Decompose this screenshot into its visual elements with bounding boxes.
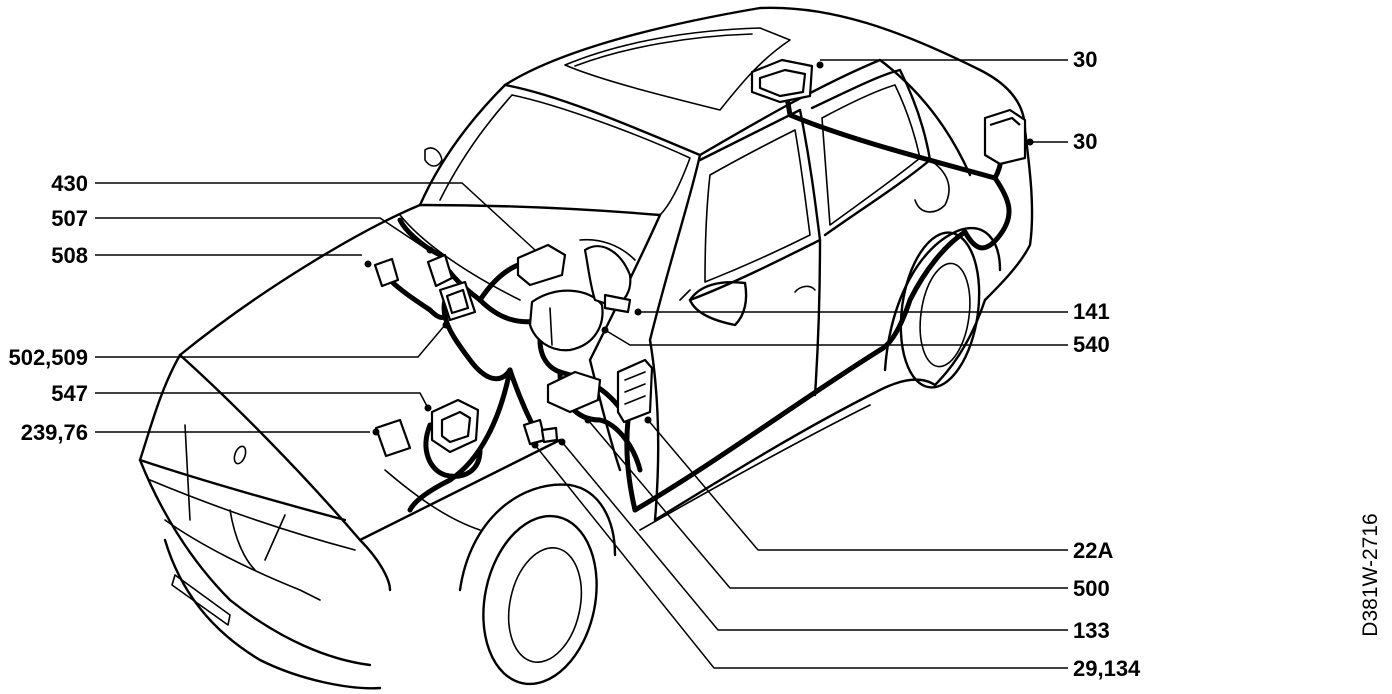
callout-label-133: 133 [1073,618,1110,643]
component-trunk-unit [983,108,1027,166]
component-500 [546,370,602,414]
component-roof-unit [750,58,814,104]
callout-label-239-76: 239,76 [21,420,88,445]
component-141 [583,245,632,314]
component-507 [426,253,454,288]
component-29-134 [522,418,559,446]
callout-label-30-trunk: 30 [1073,129,1097,154]
callout-label-547: 547 [51,381,88,406]
component-22a [616,358,654,424]
callout-label-540: 540 [1073,332,1110,357]
component-508 [373,257,400,288]
callout-leaders [95,59,1068,669]
callout-label-508: 508 [51,243,88,268]
car-body-outline [138,6,1034,690]
callout-label-141: 141 [1073,299,1110,324]
component-547 [430,398,480,454]
callout-label-30-roof: 30 [1073,47,1097,72]
callout-label-22a: 22A [1073,538,1113,563]
callout-label-500: 500 [1073,576,1110,601]
component-502-509 [438,280,477,322]
callout-label-507: 507 [51,206,88,231]
callout-label-29-134: 29,134 [1073,656,1141,681]
component-239-76 [374,418,412,458]
callout-label-502-509: 502,509 [8,345,88,370]
component-430 [516,243,567,287]
callout-label-430: 430 [51,171,88,196]
figure-code: D381W-2716 [1359,513,1382,636]
callout-labels: 30 30 430 507 508 141 540 502,509 547 23… [8,47,1141,681]
component-centre-unit [528,289,604,352]
